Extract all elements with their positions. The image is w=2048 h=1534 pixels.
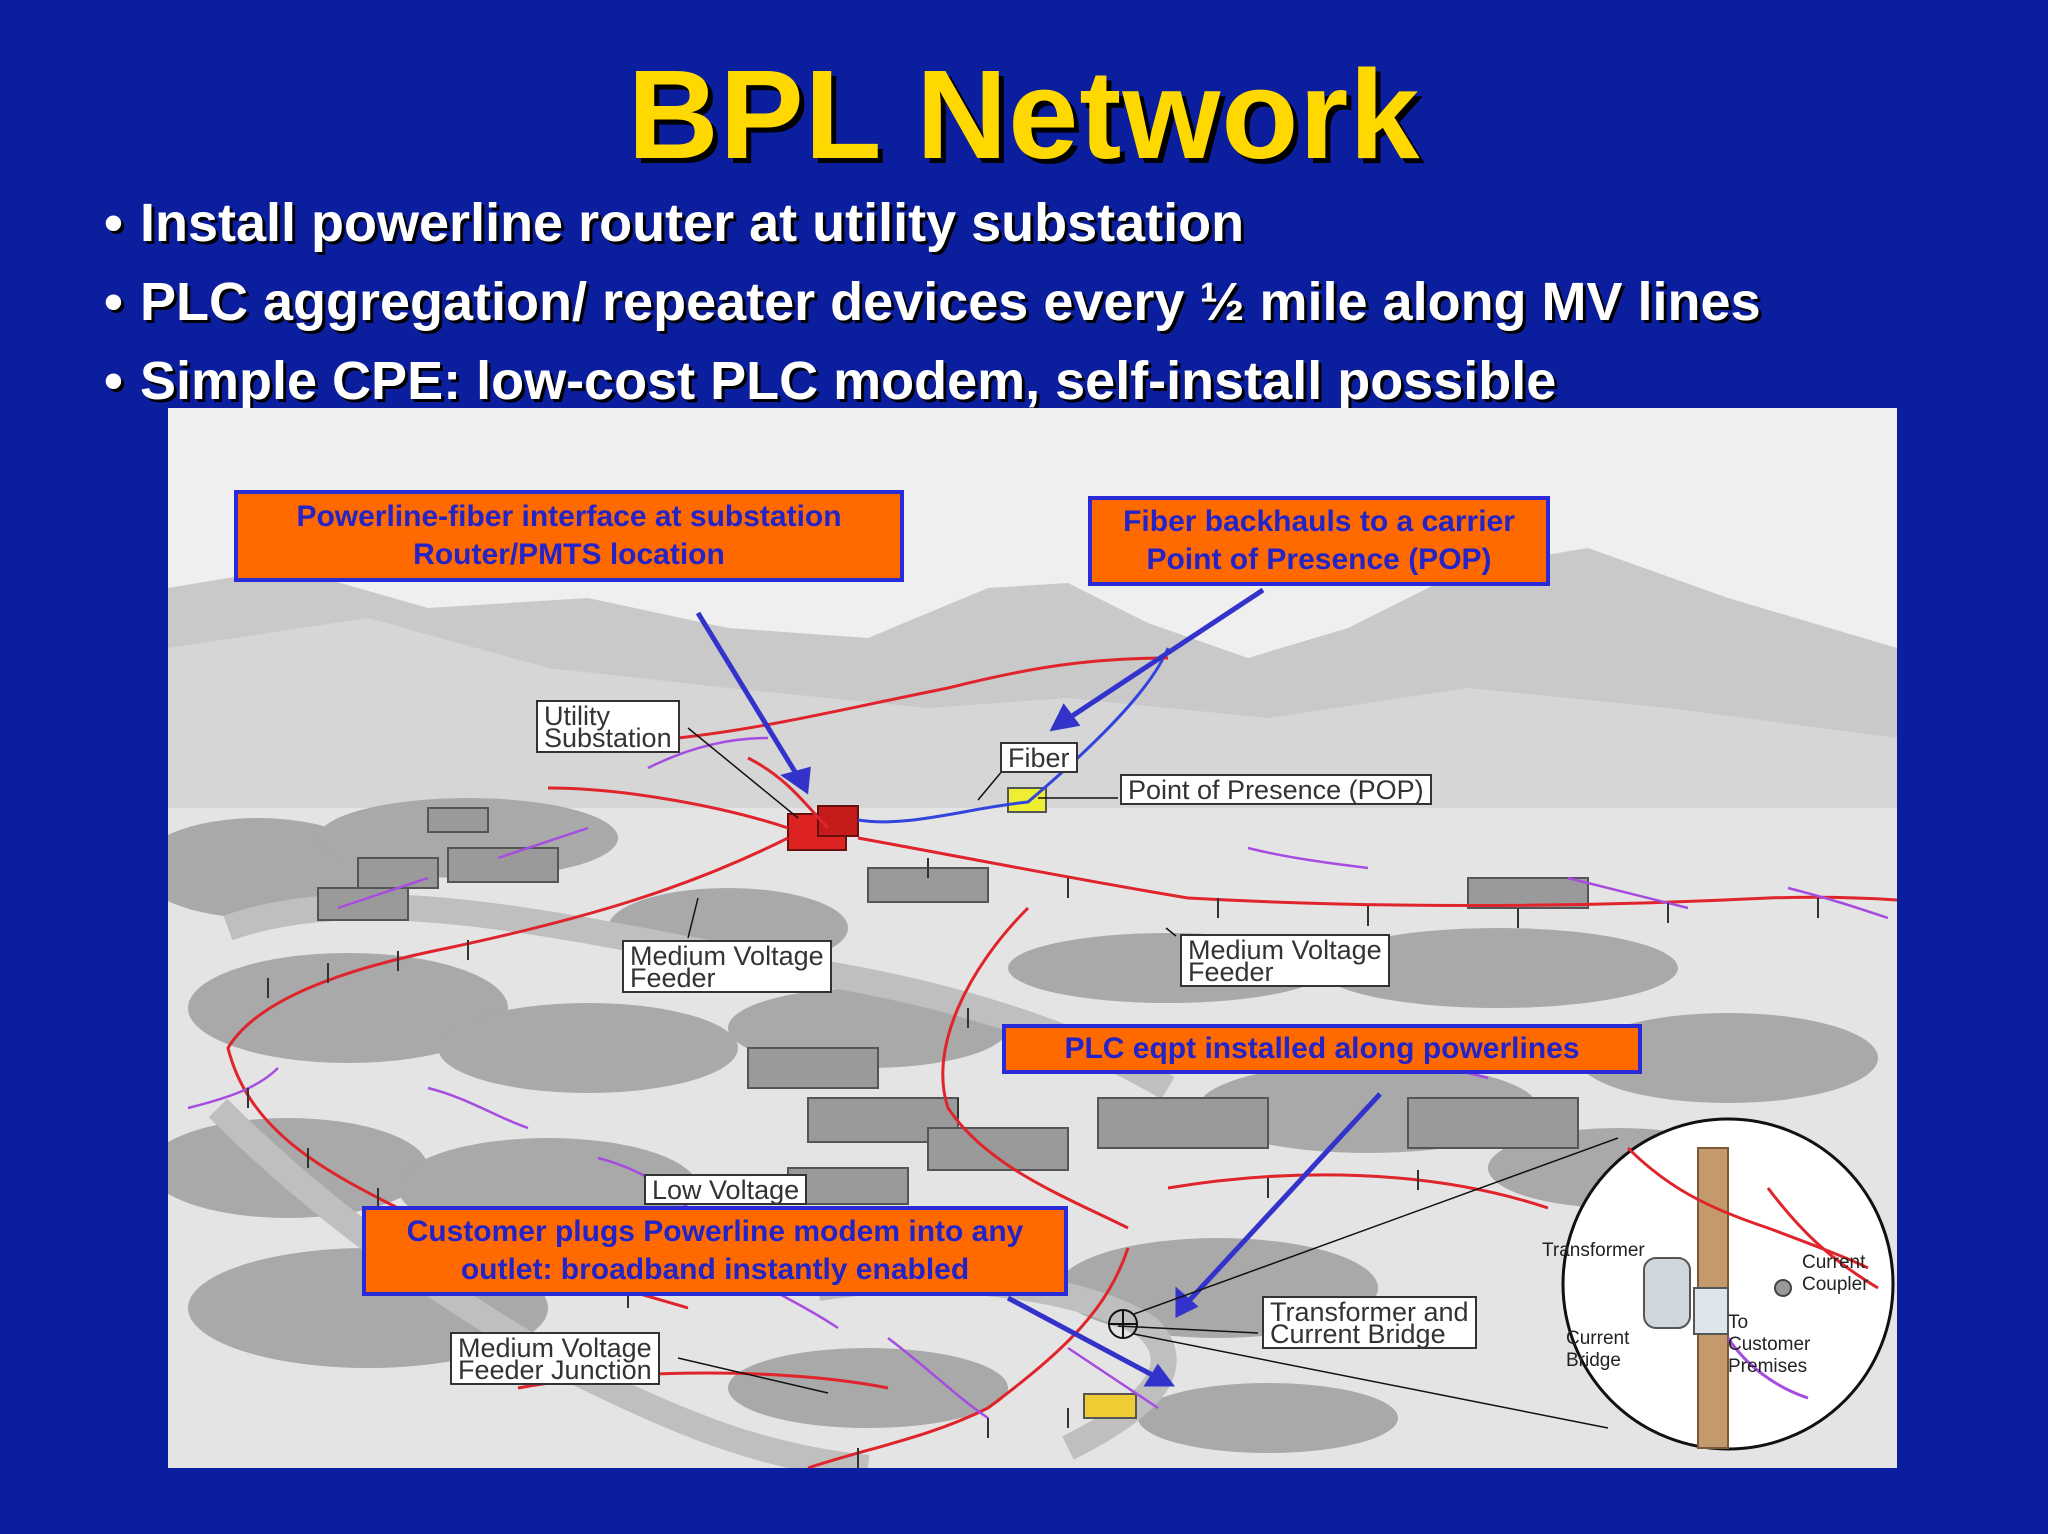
callout-arrows xyxy=(695,587,1382,1387)
label-utility-substation: Utility Substation xyxy=(536,700,680,753)
bullet-list: •Install powerline router at utility sub… xyxy=(104,188,1761,425)
bullet-text: Install powerline router at utility subs… xyxy=(140,193,1245,253)
label-low-voltage: Low Voltage xyxy=(644,1174,808,1205)
inset-detail xyxy=(1561,1117,1895,1451)
slide-title: BPL Network xyxy=(627,44,1421,185)
current-coupler-icon xyxy=(1774,1279,1792,1297)
customer-house xyxy=(1083,1393,1137,1419)
bullet-item: •Install powerline router at utility sub… xyxy=(104,193,1245,253)
inset-leader-top xyxy=(1133,1137,1619,1315)
inset-label-to-customer: To Customer Premises xyxy=(1728,1312,1811,1377)
inset-leader-bottom xyxy=(1133,1333,1609,1429)
label-transformer-bridge: Transformer and Current Bridge xyxy=(1262,1296,1477,1349)
inset-label-transformer: Transformer xyxy=(1542,1240,1645,1261)
bullet-item: •PLC aggregation/ repeater devices every… xyxy=(104,272,1761,332)
inset-label-current-coupler: Current Coupler xyxy=(1802,1252,1869,1295)
bullet-item: •Simple CPE: low-cost PLC modem, self-in… xyxy=(104,351,1557,411)
inset-label-current-bridge: Current Bridge xyxy=(1566,1328,1630,1371)
bullet-text: PLC aggregation/ repeater devices every … xyxy=(140,272,1761,332)
label-mv-feeder-junction: Medium Voltage Feeder Junction xyxy=(450,1332,660,1385)
substation-building xyxy=(787,805,859,851)
transformer-icon xyxy=(1643,1257,1691,1329)
label-leaders xyxy=(677,727,1259,1394)
callout-plc-equipment: PLC eqpt installed along powerlines xyxy=(1002,1024,1642,1074)
current-bridge-icon xyxy=(1693,1287,1729,1335)
pop-building xyxy=(1007,787,1047,813)
label-fiber: Fiber xyxy=(1000,742,1078,773)
bullet-text: Simple CPE: low-cost PLC modem, self-ins… xyxy=(140,351,1557,411)
fiber-line xyxy=(857,647,1170,824)
label-point-of-presence: Point of Presence (POP) xyxy=(1120,774,1432,805)
callout-customer-modem: Customer plugs Powerline modem into any … xyxy=(362,1206,1068,1296)
label-mv-feeder-right: Medium Voltage Feeder xyxy=(1180,934,1390,987)
callout-substation-interface: Powerline-fiber interface at substation … xyxy=(234,490,904,582)
bpl-network-illustration: Powerline-fiber interface at substation … xyxy=(168,408,1897,1468)
callout-fiber-backhaul: Fiber backhauls to a carrier Point of Pr… xyxy=(1088,496,1550,586)
label-mv-feeder-left: Medium Voltage Feeder xyxy=(622,940,832,993)
